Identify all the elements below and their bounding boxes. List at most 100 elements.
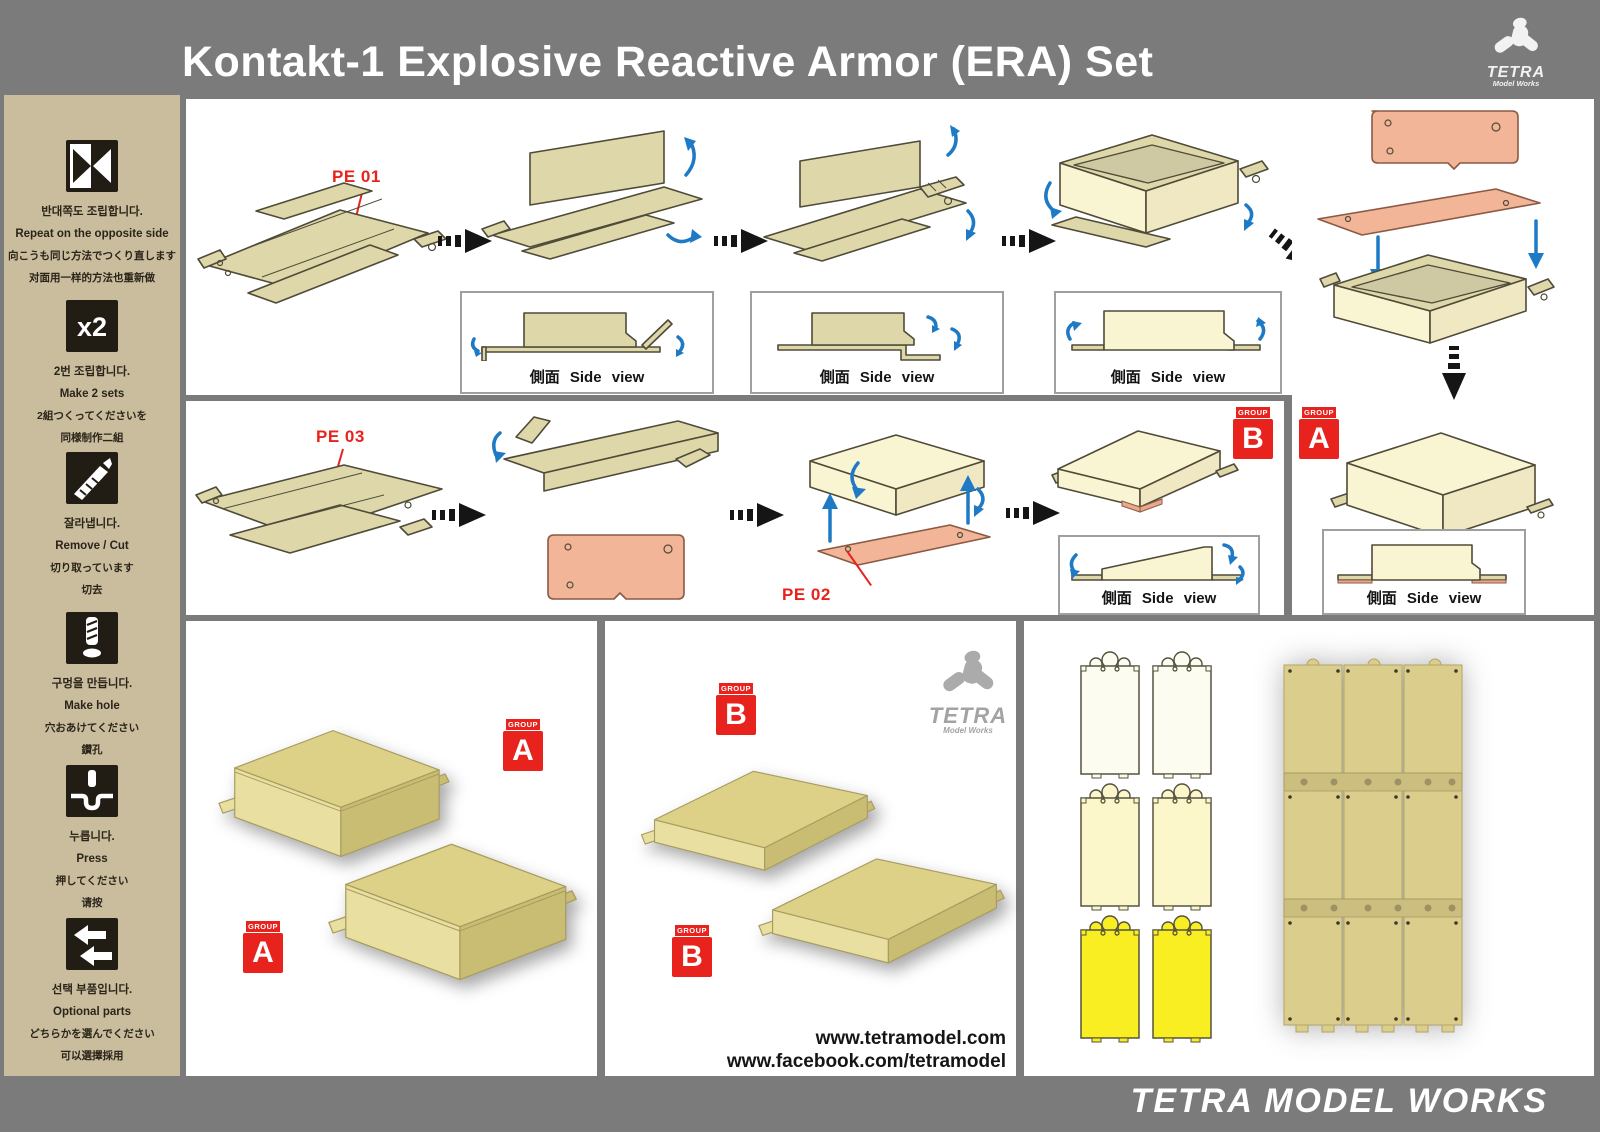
legend-optional-parts: 선택 부품입니다. Optional parts どちらかを選んでください 可以…	[4, 918, 180, 1067]
group-badge-word: GROUP	[675, 925, 709, 936]
pe02-lid-assembly-diagram	[1317, 110, 1555, 344]
legend-make-hole: 구멍을 만듭니다. Make hole 穴おあけてください 鑽孔	[4, 612, 180, 761]
side-view-3-diagram	[1066, 310, 1266, 351]
side-view-label: 側面 Side view	[1101, 590, 1217, 607]
block-diagram-cream	[1150, 647, 1214, 779]
panel-group-a-result: GROUP A GROUP A	[186, 621, 597, 1076]
block-diagram-pale-yellow	[1078, 779, 1142, 911]
group-a-badge: GROUP A	[242, 921, 284, 973]
group-badge-letter-b: B	[1233, 419, 1273, 459]
tetra-watermark: TETRA Model Works	[923, 645, 1013, 736]
side-view-group-b-diagram	[1069, 543, 1245, 585]
watermark-brand: TETRA	[928, 703, 1008, 728]
pe03-flat-part-diagram	[195, 464, 443, 554]
block-diagram-pale-yellow	[1150, 779, 1214, 911]
legend-text-en: Repeat on the opposite side	[15, 228, 169, 240]
group-b-finished-wedge-diagram	[1051, 430, 1239, 513]
group-a-badge: GROUP A	[1298, 407, 1340, 459]
side-view-group-a-diagram	[1337, 544, 1507, 584]
page-title: Kontakt-1 Explosive Reactive Armor (ERA)…	[182, 38, 1154, 86]
cutter-icon	[66, 452, 118, 504]
watermark-subname: Model Works	[943, 726, 993, 735]
legend-text-ja: 切り取っています	[50, 562, 134, 574]
legend-press: 누릅니다. Press 押してください 请按	[4, 765, 180, 914]
group-badge-letter-a: A	[243, 933, 283, 973]
drill-icon	[66, 612, 118, 664]
group-badge-letter-b: B	[672, 937, 712, 977]
mirror-repeat-icon	[66, 140, 118, 192]
legend-text-en: Optional parts	[53, 1006, 131, 1018]
contact-links: www.tetramodel.com www.facebook.com/tetr…	[727, 1027, 1006, 1073]
pe02-flat-part-diagram	[547, 534, 685, 600]
group-b-badge: GROUP B	[671, 925, 713, 977]
group-b-badge: GROUP B	[1232, 407, 1274, 459]
legend-make-2-sets: x2 2번 조립합니다. Make 2 sets 2組つくってくださいを 同様制…	[4, 300, 180, 449]
group-a-badge: GROUP A	[502, 719, 544, 771]
panel-group-b-result: GROUP B TETRA Model Works GROUP B www.te…	[605, 621, 1016, 1076]
legend-text-zh: 请按	[81, 897, 103, 909]
legend-text-ja: 2組つくってくださいを	[37, 410, 147, 422]
panel-pe02-group-a: GROUP A 側面 Side view	[1292, 99, 1594, 615]
side-view-box-1: 側面 Side view	[460, 291, 714, 394]
pe01-fold-step3-diagram	[763, 125, 976, 262]
side-view-box-group-a: 側面 Side view	[1322, 529, 1526, 615]
legend-text-ko: 반대쪽도 조립합니다.	[41, 206, 143, 218]
legend-text-zh: 切去	[81, 584, 103, 596]
era-block-grid-render	[1283, 658, 1463, 1033]
legend-text-en: Make 2 sets	[59, 388, 125, 400]
group-badge-word: GROUP	[1302, 407, 1336, 418]
legend-text-ja: 穴おあけてください	[44, 722, 140, 734]
brand-logo: TETRA Model Works	[1468, 14, 1564, 88]
legend-text-zh: 对面用一样的方法也重新做	[29, 272, 155, 284]
block-diagram-bright-yellow	[1078, 911, 1142, 1043]
group-badge-word: GROUP	[719, 683, 753, 694]
panel-pe03-assembly: PE 03	[186, 401, 1284, 615]
legend-repeat: 반대쪽도 조립합니다. Repeat on the opposite side …	[4, 140, 180, 289]
block-diagram-bright-yellow	[1150, 911, 1214, 1043]
footer-brand: TETRA MODEL WORKS	[1130, 1082, 1548, 1120]
legend-text-zh: 鑽孔	[81, 744, 103, 756]
group-badge-letter-a: A	[503, 731, 543, 771]
x2-icon: x2	[66, 300, 118, 352]
legend-text-ko: 2번 조립합니다.	[53, 366, 131, 378]
panel-block-arrangement	[1024, 621, 1594, 1076]
side-view-box-2: 側面 Side view	[750, 291, 1004, 394]
website-url: www.tetramodel.com	[815, 1028, 1006, 1049]
side-view-label: 側面 Side view	[819, 369, 935, 386]
group-badge-letter-b: B	[716, 695, 756, 735]
side-view-1-diagram	[470, 312, 685, 361]
pe01-fold-step2-diagram	[481, 130, 703, 260]
step-arrow-down	[1442, 346, 1466, 400]
pe01-label: PE 01	[332, 167, 381, 186]
group-badge-word: GROUP	[1236, 407, 1270, 418]
legend-text-ja: 押してください	[55, 875, 129, 887]
legend-text-ko: 선택 부품입니다.	[51, 984, 133, 996]
legend-text-ja: どちらかを選んでください	[29, 1028, 155, 1040]
svg-text:x2: x2	[77, 312, 107, 342]
legend-text-ko: 잘라냅니다.	[63, 518, 121, 530]
side-view-box-3: 側面 Side view	[1054, 291, 1282, 394]
tetra-watermark-icon	[943, 650, 994, 692]
group-badge-word: GROUP	[246, 921, 280, 932]
step-arrow	[432, 503, 486, 527]
legend-text-zh: 同様制作二組	[60, 432, 124, 444]
side-view-label: 側面 Side view	[529, 369, 645, 386]
group-a-render-2	[314, 821, 589, 1006]
side-view-label: 側面 Side view	[1110, 369, 1226, 386]
legend-text-ja: 向こうも同じ方法でつくり直します	[8, 250, 176, 262]
pe03-box-plus-pe02-diagram	[809, 434, 991, 566]
pe01-fold-step4-diagram	[1044, 134, 1269, 248]
legend-text-zh: 可以選擇採用	[60, 1050, 124, 1062]
legend-text-en: Press	[76, 853, 108, 865]
optional-parts-icon	[66, 918, 118, 970]
legend-text-en: Make hole	[64, 700, 120, 712]
group-badge-letter-a: A	[1299, 419, 1339, 459]
side-view-label: 側面 Side view	[1366, 590, 1482, 607]
side-view-2-diagram	[777, 312, 962, 361]
legend-text-ko: 구멍을 만듭니다.	[51, 678, 133, 690]
brand-subname: Model Works	[1492, 79, 1540, 88]
block-diagram-cream	[1078, 647, 1142, 779]
side-view-box-group-b: 側面 Side view	[1058, 535, 1260, 615]
pe03-label: PE 03	[316, 427, 365, 446]
